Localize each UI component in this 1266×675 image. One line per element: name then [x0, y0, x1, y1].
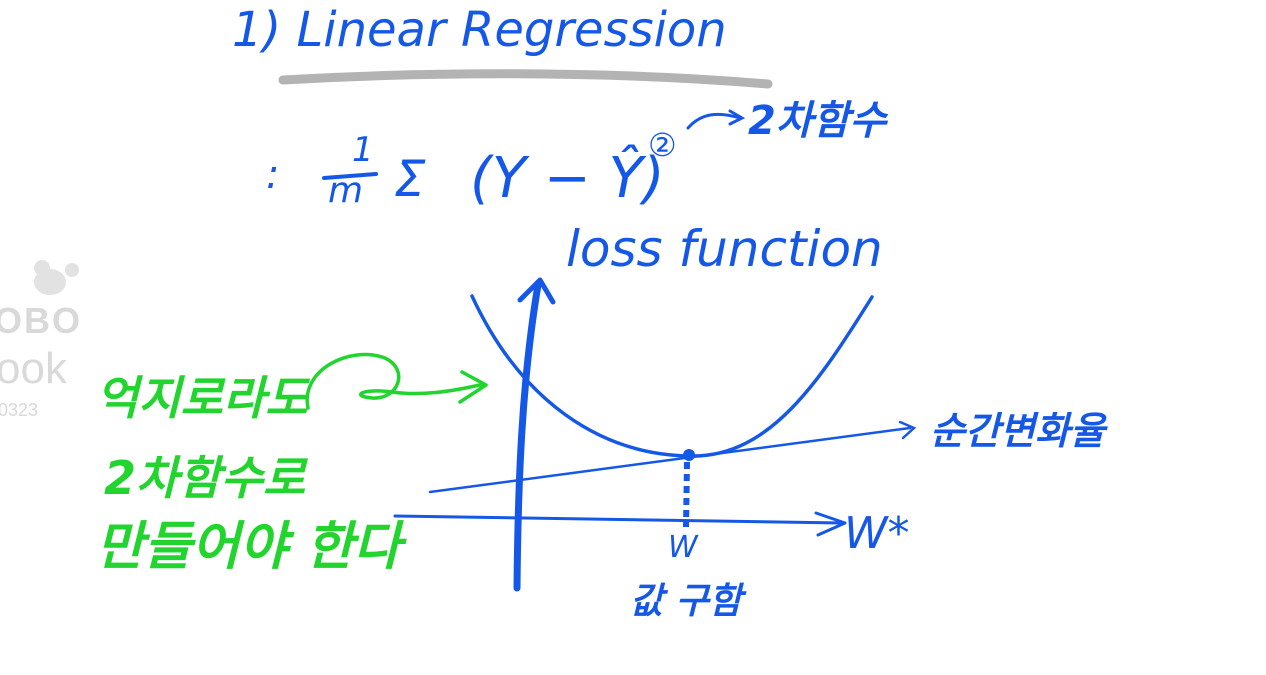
- side-note-line-1: 억지로라도: [96, 371, 308, 425]
- tangent-line: [428, 426, 912, 494]
- x-axis-label: W*: [844, 508, 910, 559]
- minimum-drop-line: [683, 461, 690, 528]
- x-axis: [393, 514, 844, 525]
- watermark-code: 0323: [0, 400, 39, 420]
- formula-numerator: 1: [352, 130, 374, 170]
- y-axis-label: loss function: [566, 220, 883, 278]
- formula-note-arrow: [686, 112, 742, 130]
- watermark-sub: ook: [0, 344, 67, 393]
- formula-prefix: :: [266, 152, 280, 198]
- minimum-point-note: 값 구함: [630, 581, 742, 622]
- side-note-line-2: 2차함수로: [104, 451, 306, 505]
- side-note-arrow: [305, 352, 486, 410]
- watermark-brand: OBO: [0, 300, 83, 341]
- formula-body: (Y − Ŷ): [470, 146, 665, 211]
- watermark-logo-icon: [28, 258, 82, 298]
- x-axis-arrowhead: [814, 511, 847, 537]
- title-underline: [278, 69, 773, 89]
- side-note-line-3: 만들어야 한다: [96, 517, 402, 577]
- y-axis: [513, 281, 542, 592]
- minimum-point: [683, 449, 695, 461]
- tangent-label: 순간변화율: [930, 409, 1105, 453]
- page-title: 1) Linear Regression: [232, 2, 727, 58]
- formula-exponent: ②: [648, 126, 677, 164]
- minimum-point-label: W: [668, 530, 698, 565]
- y-axis-arrowhead: [517, 277, 556, 305]
- formula-sum: Σ: [394, 150, 426, 208]
- formula-denominator: m: [328, 170, 364, 211]
- fraction-bar: [322, 172, 378, 180]
- formula-note: 2차함수: [748, 98, 887, 144]
